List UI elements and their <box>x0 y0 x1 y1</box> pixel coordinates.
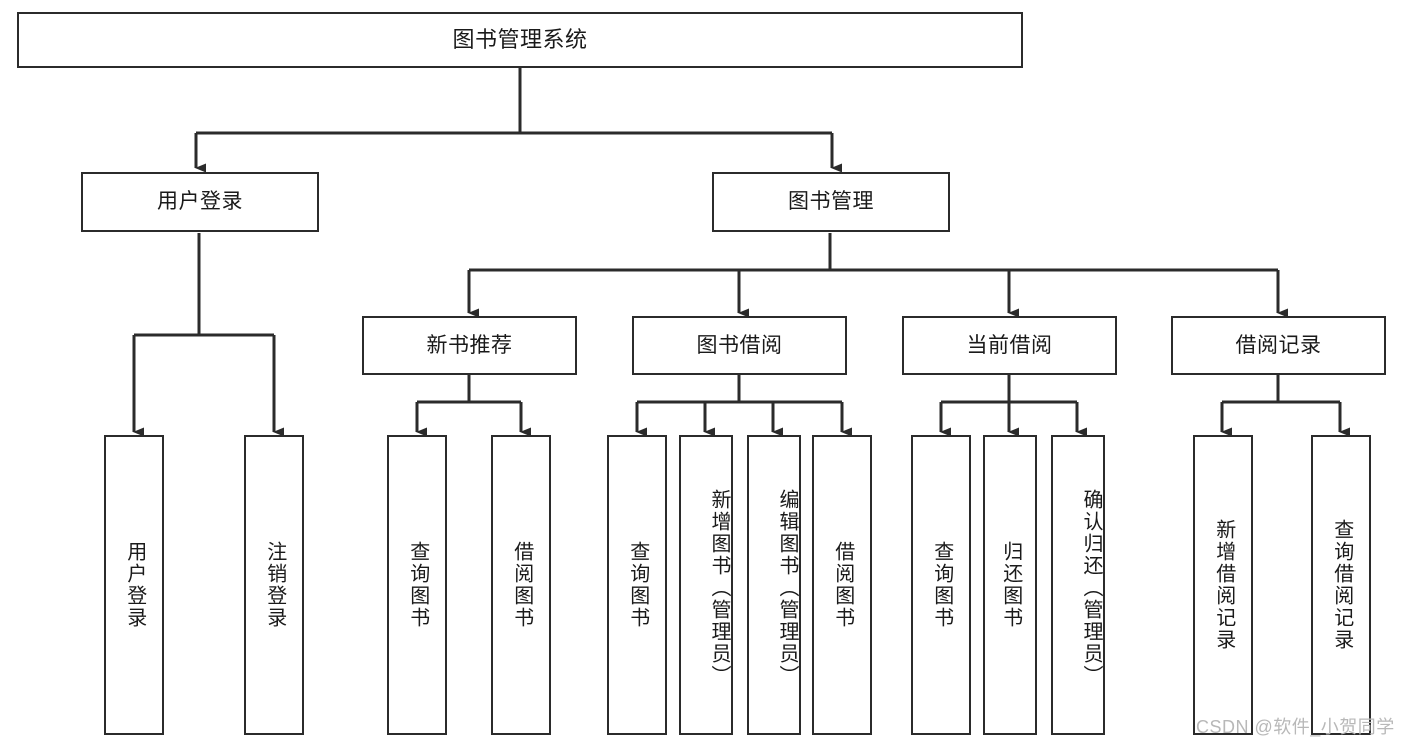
node-leaf-user-login[interactable]: 用户登录 <box>104 435 164 735</box>
node-leaf-confirm-return[interactable]: 确认归还（管理员） <box>1051 435 1105 735</box>
watermark-label: CSDN @软件_小贺同学 <box>1196 717 1395 737</box>
node-current-borrow[interactable]: 当前借阅 <box>902 316 1117 375</box>
node-book-management[interactable]: 图书管理 <box>712 172 950 232</box>
node-leaf-query-book-1[interactable]: 查询图书 <box>387 435 447 735</box>
node-leaf-edit-book[interactable]: 编辑图书（管理员） <box>747 435 801 735</box>
node-leaf-logout-login[interactable]: 注销登录 <box>244 435 304 735</box>
node-borrow-record[interactable]: 借阅记录 <box>1171 316 1386 375</box>
node-leaf-add-record[interactable]: 新增借阅记录 <box>1193 435 1253 735</box>
node-leaf-query-record[interactable]: 查询借阅记录 <box>1311 435 1371 735</box>
node-leaf-query-book-3[interactable]: 查询图书 <box>911 435 971 735</box>
node-leaf-borrow-book-1[interactable]: 借阅图书 <box>491 435 551 735</box>
node-new-book-recommend[interactable]: 新书推荐 <box>362 316 577 375</box>
node-leaf-query-book-2[interactable]: 查询图书 <box>607 435 667 735</box>
node-root[interactable]: 图书管理系统 <box>17 12 1023 68</box>
node-leaf-return-book[interactable]: 归还图书 <box>983 435 1037 735</box>
node-book-borrow[interactable]: 图书借阅 <box>632 316 847 375</box>
node-leaf-borrow-book-2[interactable]: 借阅图书 <box>812 435 872 735</box>
node-leaf-add-book[interactable]: 新增图书（管理员） <box>679 435 733 735</box>
node-user-login[interactable]: 用户登录 <box>81 172 319 232</box>
